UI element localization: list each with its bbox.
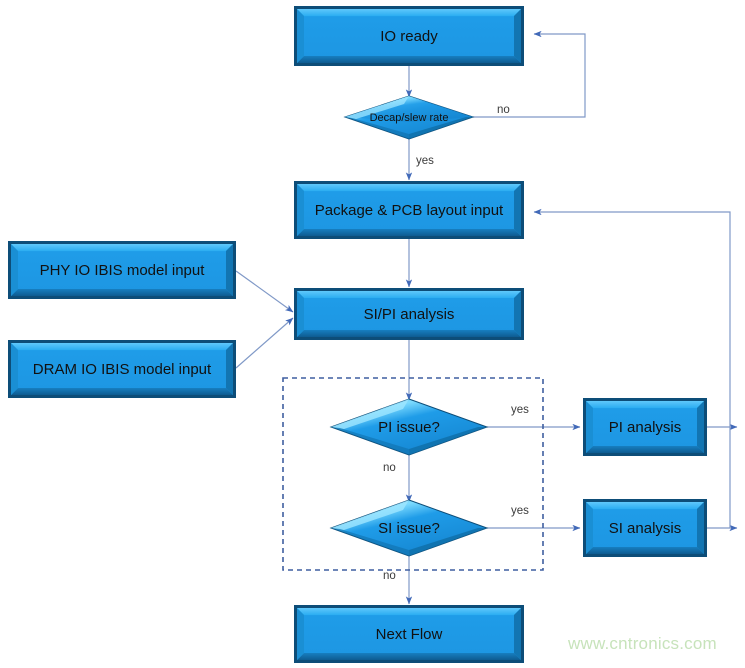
edge-dram-ibis-to-sipi bbox=[235, 317, 294, 369]
node-pi-issue-shape[interactable] bbox=[329, 398, 489, 456]
node-decap-slew-rate-shape[interactable] bbox=[343, 95, 475, 140]
edge-feedback-bus-to-package bbox=[533, 208, 731, 528]
node-phy-ibis-shape[interactable] bbox=[8, 241, 236, 299]
edge-label-si-issue-no: no bbox=[383, 570, 396, 582]
node-dram-ibis-shape[interactable] bbox=[8, 340, 236, 398]
edge-label-decap-yes: yes bbox=[416, 155, 434, 167]
node-si-pi-analysis-shape[interactable] bbox=[294, 288, 524, 340]
node-next-flow-shape[interactable] bbox=[294, 605, 524, 663]
edge-label-pi-issue-no: no bbox=[383, 462, 396, 474]
site-watermark: www.cntronics.com bbox=[568, 634, 717, 653]
node-package-pcb-shape[interactable] bbox=[294, 181, 524, 239]
node-si-analysis-shape[interactable] bbox=[583, 499, 707, 557]
edge-label-pi-issue-yes: yes bbox=[511, 404, 529, 416]
node-io-ready-shape[interactable] bbox=[294, 6, 524, 66]
node-pi-analysis-shape[interactable] bbox=[583, 398, 707, 456]
edge-label-decap-no: no bbox=[497, 104, 510, 116]
node-si-issue-shape[interactable] bbox=[329, 499, 489, 557]
edge-decap-no-loop bbox=[473, 30, 586, 118]
edge-phy-ibis-to-sipi bbox=[235, 270, 294, 313]
issue-check-group-boundary bbox=[282, 377, 544, 571]
edge-label-si-issue-yes: yes bbox=[511, 505, 529, 517]
